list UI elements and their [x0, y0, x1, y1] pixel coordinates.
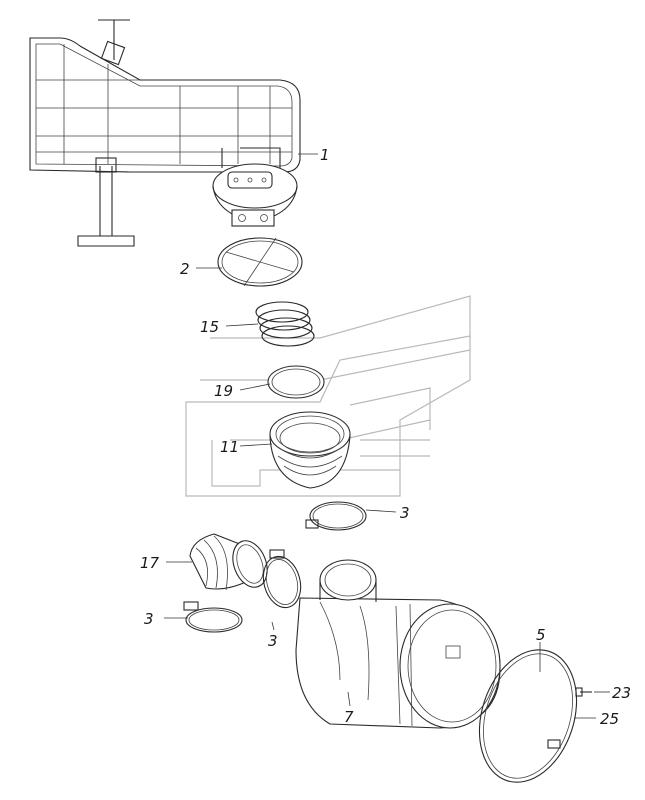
- part-3-clamp-upper: [305, 501, 367, 531]
- part-15-spring: [255, 301, 315, 347]
- callout-2: 2: [180, 260, 190, 278]
- callout-3-left: 3: [144, 610, 154, 628]
- part-5-cover-ring: [478, 649, 578, 783]
- leader-lines: [164, 153, 610, 719]
- callout-19: 19: [214, 382, 233, 400]
- callout-23: 23: [612, 684, 631, 702]
- callout-3-middle: 3: [268, 632, 278, 650]
- callout-15: 15: [200, 318, 219, 336]
- part-23-bolt: [575, 687, 592, 697]
- callout-25: 25: [600, 710, 619, 728]
- part-1-bracket-housing: [29, 19, 301, 247]
- callout-7: 7: [344, 708, 354, 726]
- callout-3-upper: 3: [400, 504, 410, 522]
- callout-1: 1: [320, 146, 330, 164]
- callout-17: 17: [140, 554, 160, 572]
- part-19-ring: [267, 365, 325, 399]
- part-2-gasket: [217, 237, 303, 287]
- part-3-clamp-middle: [262, 549, 302, 609]
- part-3-clamp-left: [183, 601, 243, 633]
- callout-11: 11: [220, 438, 239, 456]
- part-17-elbow-hose: [189, 533, 268, 591]
- part-7-filter-housing: [295, 559, 501, 729]
- part-11-sleeve: [269, 411, 351, 489]
- callout-5: 5: [536, 626, 546, 644]
